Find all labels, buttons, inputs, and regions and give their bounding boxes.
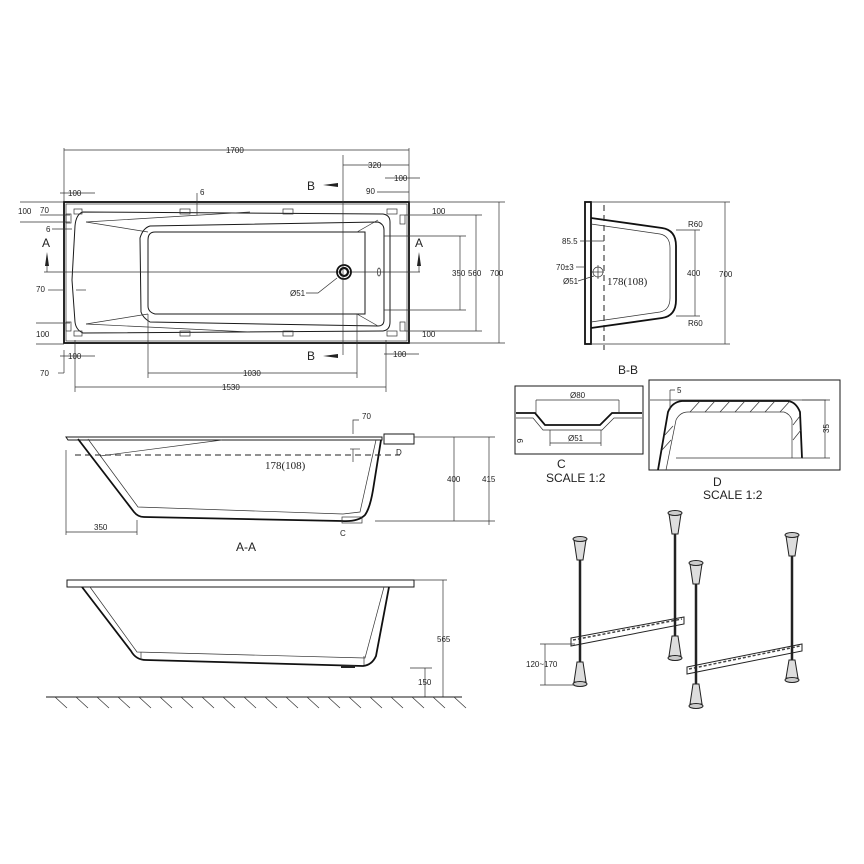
- dim-70-left-top: 70: [40, 206, 49, 215]
- detail-c: Ø80 Ø51 9 C SCALE 1:2: [514, 385, 644, 485]
- dim-100-right-bottom: 100: [422, 330, 436, 339]
- bb-dim-85-5: 85.5: [562, 237, 578, 246]
- side-dim-565: 565: [437, 635, 451, 644]
- plan-view: 1700 320 100 90 B B A A 100 70 100 6 6 7…: [18, 146, 505, 392]
- dim-70-left-bottom: 70: [40, 369, 49, 378]
- aa-dim-415: 415: [482, 475, 496, 484]
- d-label: D: [713, 475, 722, 489]
- section-a-marker-right: A: [415, 236, 423, 250]
- bb-dim-700: 700: [719, 270, 733, 279]
- plan-outer-rim: [63, 201, 410, 344]
- aa-dim-400: 400: [447, 475, 461, 484]
- side-profile: [81, 586, 390, 667]
- bb-dim-70-3: 70±3: [556, 263, 574, 272]
- dim-100-right-bottom-h: 100: [393, 350, 407, 359]
- drain-diameter-label: Ø51: [290, 289, 306, 298]
- d-scale: SCALE 1:2: [703, 488, 763, 502]
- section-a-marker-left: A: [42, 236, 50, 250]
- dim-90: 90: [366, 187, 375, 196]
- dim-100-left-vertical: 100: [18, 207, 32, 216]
- dim-100-left-bottom: 100: [36, 330, 50, 339]
- floor-hatch: [54, 696, 467, 709]
- aa-detail-d-ref: D: [396, 448, 402, 457]
- aa-dim-350: 350: [94, 523, 108, 532]
- section-b-b: 700 400 R60 R60 85.5 70±3 Ø51 178(108) B…: [556, 201, 733, 377]
- detail-d: 35 5 D SCALE 1:2: [648, 379, 841, 502]
- drain-icon: [336, 264, 352, 280]
- bb-r60-bottom: R60: [688, 319, 703, 328]
- leg-set-1: [570, 510, 685, 687]
- d-dim-35: 35: [822, 424, 831, 433]
- leg-set-2: [686, 532, 803, 709]
- overflow-icon: [377, 267, 381, 277]
- aa-detail-c-ref: C: [340, 529, 346, 538]
- plan-basin-bottom: [147, 231, 366, 315]
- dim-100-right-top: 100: [432, 207, 446, 216]
- dim-700-plan: 700: [490, 269, 504, 278]
- c-dim-9: 9: [516, 438, 525, 443]
- section-a-a: 178(108) 70 D C 400 415 350 A-A: [65, 412, 496, 554]
- side-rim: [66, 579, 415, 588]
- c-scale: SCALE 1:2: [546, 471, 606, 485]
- dim-560: 560: [468, 269, 482, 278]
- dim-1700: 1700: [226, 146, 244, 155]
- dim-100-left-top: 100: [68, 189, 82, 198]
- section-b-marker-top: B: [307, 179, 315, 193]
- bb-r60-top: R60: [688, 220, 703, 229]
- support-legs: 120~170: [526, 510, 803, 709]
- side-view: 565 150: [46, 579, 467, 709]
- dim-100-right-rim: 100: [394, 174, 408, 183]
- dim-1530: 1530: [222, 383, 240, 392]
- section-b-marker-bottom: B: [307, 349, 315, 363]
- d-dim-5: 5: [677, 386, 682, 395]
- bb-dim-400: 400: [687, 269, 701, 278]
- c-label: C: [557, 457, 566, 471]
- side-dim-150: 150: [418, 678, 432, 687]
- aa-dim-70: 70: [362, 412, 371, 421]
- aa-section-label: A-A: [236, 540, 256, 554]
- dim-70-left-mid: 70: [36, 285, 45, 294]
- dim-350-plan: 350: [452, 269, 466, 278]
- c-dia-80: Ø80: [570, 391, 586, 400]
- bb-drain-label: Ø51: [563, 277, 579, 286]
- dim-320: 320: [368, 161, 382, 170]
- aa-profile: [77, 438, 382, 523]
- bb-profile: [590, 217, 677, 329]
- legs-height-range: 120~170: [526, 660, 558, 669]
- c-dia-51: Ø51: [568, 434, 584, 443]
- dim-1030: 1030: [243, 369, 261, 378]
- bb-overflow-label: 178(108): [607, 276, 648, 288]
- bb-section-label: B-B: [618, 363, 638, 377]
- plan-basin-outline: [71, 211, 391, 334]
- dim-6-top: 6: [200, 188, 205, 197]
- aa-overflow-label: 178(108): [265, 460, 306, 472]
- dim-6-left: 6: [46, 225, 51, 234]
